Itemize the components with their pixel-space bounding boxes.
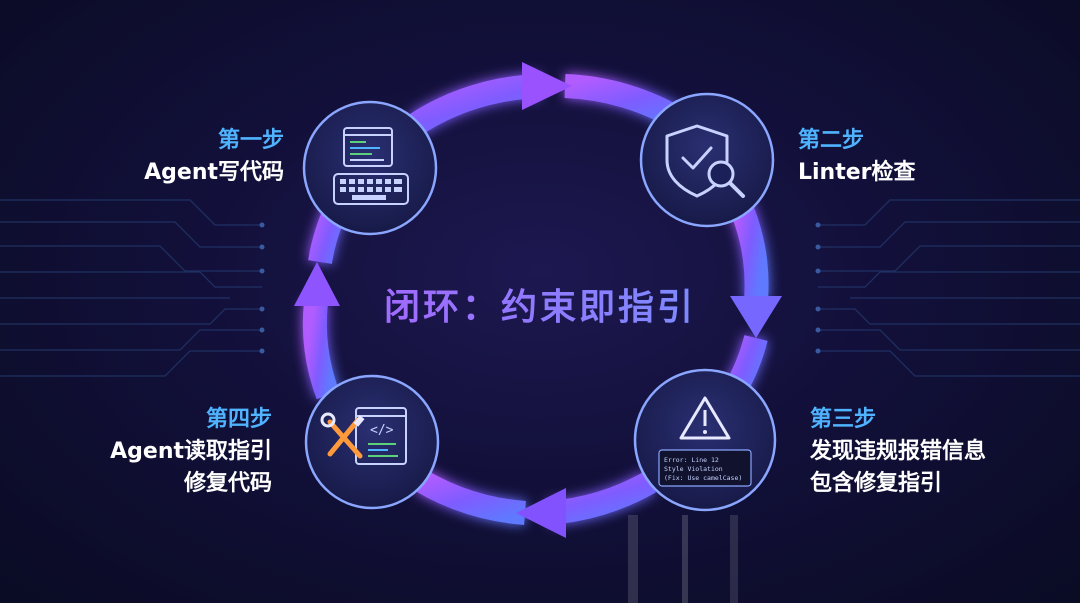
error-line-3: (Fix: Use camelCase) [664, 474, 742, 482]
arrow-bottom-icon [516, 488, 566, 538]
step4-label: 第四步 Agent读取指引 修复代码 [80, 405, 272, 500]
arrow-right-icon [730, 296, 782, 338]
cycle-arrows [294, 62, 782, 538]
step3-title: 第三步 [810, 407, 877, 432]
ring-segment-left [302, 300, 340, 400]
step2-label: 第二步 Linter检查 [798, 126, 1018, 189]
step2-node [639, 92, 775, 228]
svg-text:</>: </> [370, 423, 394, 438]
step1-title: 第一步 [217, 128, 284, 153]
arrow-left-icon [294, 262, 340, 306]
ring-segment-top [408, 74, 541, 136]
error-box [658, 449, 752, 487]
step3-desc-line2: 包含修复指引 [810, 470, 943, 496]
circuit-lines [0, 199, 1080, 377]
wrench-screwdriver-icon [327, 417, 363, 459]
step2-title: 第二步 [798, 128, 865, 153]
step4-node: </> [304, 374, 440, 510]
step4-title: 第四步 [205, 407, 272, 432]
shield-search-icon [665, 124, 745, 198]
step1-desc: Agent写代码 [144, 159, 284, 185]
warning-terminal-icon: Error: Line 12 Style Violation (Fix: Use… [658, 396, 752, 487]
warning-icon [679, 396, 731, 440]
step3-desc-line1: 发现违规报错信息 [810, 438, 987, 464]
light-beams [628, 515, 738, 603]
step1-label: 第一步 Agent写代码 [118, 126, 284, 189]
step3-label: 第三步 发现违规报错信息 包含修复指引 [810, 405, 1060, 500]
error-line-1: Error: Line 12 [664, 456, 719, 464]
ring-segment-right [728, 200, 769, 301]
step3-node: Error: Line 12 Style Violation (Fix: Use… [633, 368, 777, 512]
step4-desc-line2: 修复代码 [183, 470, 272, 496]
step4-desc-line1: Agent读取指引 [110, 438, 272, 464]
arrow-top-icon [522, 62, 572, 110]
circuit-nodes [259, 222, 821, 354]
tools-code-icon: </> [320, 407, 407, 465]
center-title: 闭环：约束即指引 [360, 278, 720, 330]
error-line-2: Style Violation [664, 465, 723, 473]
step1-node [302, 100, 438, 236]
code-keyboard-icon [333, 127, 409, 205]
step2-desc: Linter检查 [798, 159, 916, 185]
ring-segment-bottom-left [413, 469, 527, 525]
